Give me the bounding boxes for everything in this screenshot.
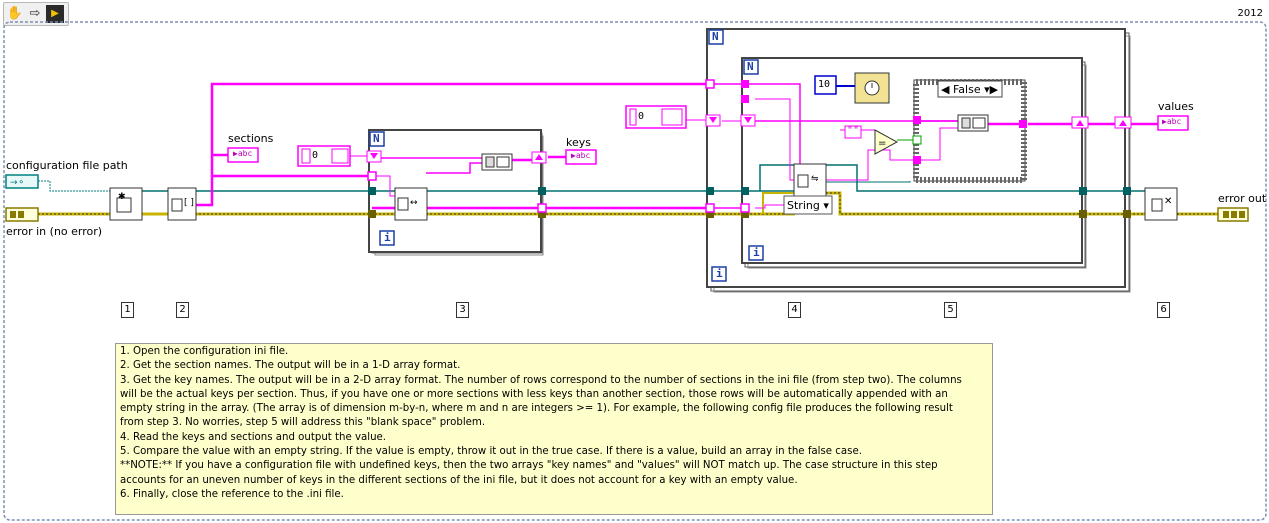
step-2: 2 xyxy=(176,302,189,318)
loop-count-terminals xyxy=(369,29,764,282)
sections-label: sections xyxy=(228,132,274,145)
close-config-node: ✕ xyxy=(1144,187,1178,221)
loop3-n: N xyxy=(373,132,380,145)
svg-text:✕: ✕ xyxy=(1164,196,1172,207)
step-4: 4 xyxy=(788,302,801,318)
loop5-i: i xyxy=(753,246,760,259)
config-path-terminal: →⚬ xyxy=(5,174,39,189)
note-line: 4. Read the keys and sections and output… xyxy=(120,431,387,443)
note-line: 3. Get the key names. The output will be… xyxy=(120,374,962,386)
index-constant-a[interactable]: 0 xyxy=(312,150,319,161)
values-label: values xyxy=(1158,100,1194,113)
note-line: will be the actual keys per section. Thu… xyxy=(120,388,948,400)
step-5: 5 xyxy=(944,302,957,318)
svg-text:✱: ✱ xyxy=(118,192,126,202)
open-config-node: ✱ xyxy=(109,187,143,221)
note-line: 2. Get the section names. The output wil… xyxy=(120,360,461,372)
type-ring xyxy=(783,195,833,215)
string-tunnel-filled xyxy=(741,80,749,88)
run-arrow-icon[interactable]: ⇨ xyxy=(29,6,41,21)
empty-string-constant[interactable]: "" xyxy=(847,125,860,136)
loop3-i: i xyxy=(384,231,391,244)
index-tunnels xyxy=(366,114,1132,164)
note-line: **NOTE:** If you have a configuration fi… xyxy=(120,460,938,472)
svg-text:⇋: ⇋ xyxy=(811,174,819,184)
error-out-terminal xyxy=(1217,207,1249,222)
string-tunnels xyxy=(367,79,750,213)
note-line: from step 3. No worries, step 5 will add… xyxy=(120,417,486,429)
step-3: 3 xyxy=(456,302,469,318)
note-line: empty string in the array. (The array is… xyxy=(120,403,953,415)
labview-icon[interactable]: ▶ xyxy=(46,5,64,23)
keys-label: keys xyxy=(566,136,591,149)
values-type: ▶abc xyxy=(1162,117,1182,126)
step-6: 6 xyxy=(1157,302,1170,318)
keys-type: ▶abc xyxy=(571,151,591,160)
error-in-label: error in (no error) xyxy=(6,225,103,238)
tunnels xyxy=(368,187,1131,195)
build-array-node-2 xyxy=(957,114,989,132)
note-line: accounts for an uneven number of keys in… xyxy=(120,474,798,486)
index-array-constant-2 xyxy=(625,105,687,129)
comment-note: 1. Open the configuration ini file. 2. G… xyxy=(115,343,993,515)
get-key-names-node: ↔ xyxy=(394,187,428,221)
note-line: 1. Open the configuration ini file. xyxy=(120,346,289,357)
wait-timer-node xyxy=(854,72,890,104)
hand-tool-icon[interactable]: ✋ xyxy=(6,6,24,21)
get-section-names-node: [ ] xyxy=(167,187,197,221)
error-out-label: error out xyxy=(1218,192,1267,205)
sections-indicator xyxy=(227,147,259,163)
note-line: 6. Finally, close the reference to the .… xyxy=(120,488,344,500)
index-array-constant-1 xyxy=(297,145,351,167)
loop4-i: i xyxy=(716,267,723,280)
read-key-node: ⇋ xyxy=(793,163,827,197)
timeout-constant xyxy=(814,75,837,95)
equal-compare-node: = xyxy=(874,129,899,155)
diagram-border xyxy=(3,21,1267,521)
string-tunnel-filled-2 xyxy=(741,95,749,103)
keys-indicator xyxy=(565,149,597,165)
build-array-node-1 xyxy=(481,153,513,171)
svg-text:↔: ↔ xyxy=(410,198,418,208)
type-ring-value[interactable]: String ▾ xyxy=(787,199,829,212)
svg-text:[ ]: [ ] xyxy=(184,198,194,208)
step-1: 1 xyxy=(121,302,134,318)
values-indicator xyxy=(1157,115,1189,131)
error-tunnels xyxy=(368,210,1131,218)
svg-text:→⚬: →⚬ xyxy=(10,178,25,188)
version-year: 2012 xyxy=(1237,8,1263,19)
loop5-n: N xyxy=(747,60,754,73)
case-selector-value[interactable]: ◀ False ▾▶ xyxy=(941,83,999,96)
loop4-n: N xyxy=(712,30,719,43)
config-path-label: configuration file path xyxy=(6,159,128,172)
note-line: 5. Compare the value with an empty strin… xyxy=(120,446,862,458)
sections-type: ▶abc xyxy=(233,149,253,158)
timeout-value[interactable]: 10 xyxy=(818,79,831,90)
error-in-terminal xyxy=(5,207,39,222)
case-selector xyxy=(937,80,1003,98)
svg-text:=: = xyxy=(878,138,886,149)
index-constant-b[interactable]: 0 xyxy=(638,111,645,122)
